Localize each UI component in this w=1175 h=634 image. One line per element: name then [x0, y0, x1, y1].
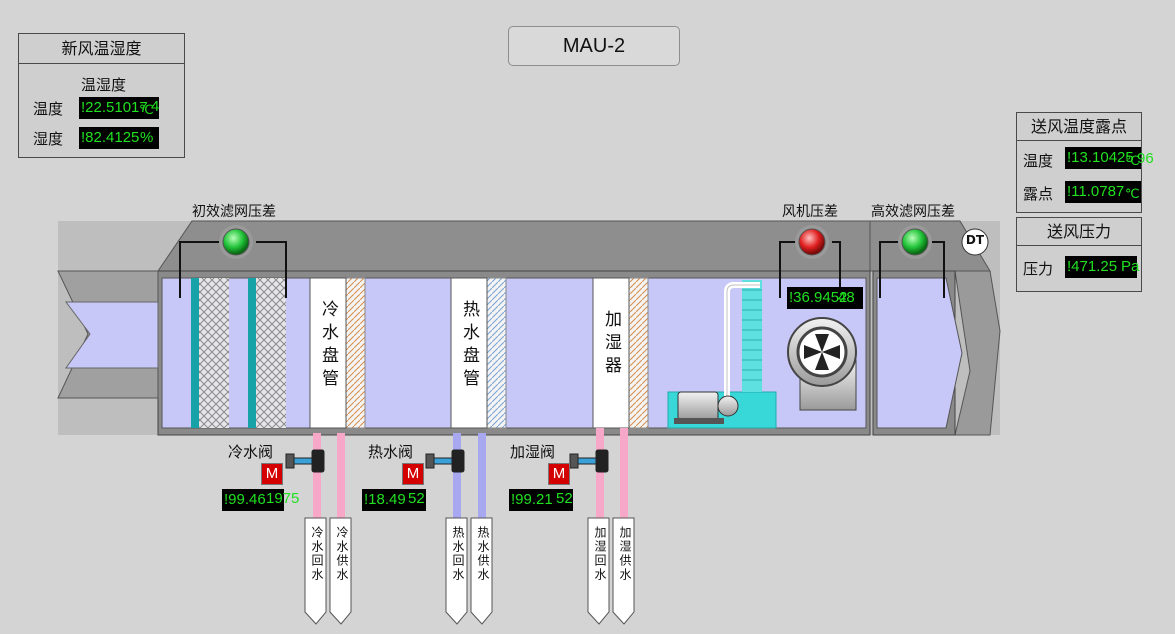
- hepa-label: 高效滤网压差: [871, 204, 955, 220]
- pipe-label: 冷水回水: [310, 526, 324, 582]
- pipe-label: 冷水供水: [335, 526, 349, 582]
- pre-filter-label: 初效滤网压差: [192, 204, 276, 220]
- fresh-air-panel: 新风温湿度 温湿度 温度 !22.51017 4 ℃ 湿度 !82.4125 %: [18, 33, 185, 158]
- fresh-hum-label: 湿度: [33, 130, 64, 148]
- fresh-hum-value: !82.4125: [81, 129, 140, 146]
- humid-valve-motor-icon[interactable]: M: [548, 463, 570, 485]
- fresh-temp-unit2: ℃: [139, 102, 154, 117]
- supply-pressure-panel: 送风压力 压力 !471.25 Pa: [1016, 217, 1142, 292]
- dew-point-unit: ℃: [1125, 186, 1140, 201]
- dew-point-label: 露点: [1023, 185, 1054, 203]
- dew-point-value: !11.0787: [1067, 183, 1125, 200]
- supply-temp-value: !13.10425: [1067, 149, 1134, 166]
- fresh-hum-display: !82.4125: [79, 127, 159, 149]
- supply-temp-display: !13.10425: [1065, 147, 1141, 169]
- system-title: MAU-2: [508, 26, 680, 66]
- supply-pressure-unit: Pa: [1121, 258, 1140, 275]
- supply-pressure-display: !471.25: [1065, 256, 1137, 278]
- supply-temp-title: 送风温度露点: [1017, 113, 1141, 141]
- pre-filter-status-lamp: [219, 225, 253, 259]
- hepa-status-lamp: [898, 225, 932, 259]
- supply-pressure-value: !471.25: [1067, 258, 1118, 275]
- supply-temp-tail: 96: [1137, 150, 1154, 167]
- fresh-temp-label: 温度: [33, 100, 64, 118]
- fan-pressure-value: !36.9452: [789, 289, 848, 306]
- hot-valve-value: !18.49: [364, 491, 406, 508]
- humid-valve-label: 加湿阀: [510, 443, 556, 461]
- dt-icon: DT: [965, 233, 985, 247]
- pipe-label: 热水供水: [476, 526, 490, 582]
- fresh-temp-value: !22.51017: [81, 99, 148, 116]
- cold-valve-value: !99.46: [224, 491, 266, 508]
- supply-temp-unit: ℃: [1125, 153, 1140, 168]
- hot-valve-motor-icon[interactable]: M: [402, 463, 424, 485]
- cold-valve-tail: 1975: [266, 490, 300, 507]
- cold-valve-motor-icon[interactable]: M: [261, 463, 283, 485]
- cold-valve-label: 冷水阀: [228, 443, 274, 461]
- humid-valve-display: !99.21: [509, 489, 573, 511]
- dew-point-display: !11.0787: [1065, 181, 1141, 203]
- fan-pressure-tail: 48: [838, 289, 855, 306]
- fan-status-lamp: [795, 225, 829, 259]
- fresh-hum-unit: %: [140, 129, 154, 146]
- supply-pressure-title: 送风压力: [1017, 218, 1141, 246]
- cold-valve-display: !99.46: [222, 489, 284, 511]
- fan-label: 风机压差: [782, 204, 838, 220]
- fresh-temp-unit: 4: [151, 98, 160, 115]
- hot-valve-tail: 52: [408, 490, 425, 507]
- humid-valve-value: !99.21: [511, 491, 553, 508]
- supply-temp-label: 温度: [1023, 152, 1054, 170]
- hot-coil-label: 热水盘管: [459, 300, 479, 392]
- pipe-label: 热水回水: [451, 526, 465, 582]
- humid-valve-tail: 52: [556, 490, 573, 507]
- fresh-air-subtitle: 温湿度: [81, 76, 127, 94]
- fan-pressure-display: !36.9452: [787, 287, 863, 309]
- supply-pressure-label: 压力: [1023, 260, 1054, 278]
- hot-valve-label: 热水阀: [368, 443, 414, 461]
- cold-coil-label: 冷水盘管: [318, 300, 338, 392]
- fresh-air-title: 新风温湿度: [19, 34, 184, 64]
- fresh-temp-display: !22.51017: [79, 97, 159, 119]
- pipe-label: 加湿供水: [618, 526, 632, 582]
- supply-temp-panel: 送风温度露点 温度 !13.10425 96 ℃ 露点 !11.0787 ℃: [1016, 112, 1154, 213]
- humidifier-label: 加湿器: [601, 310, 621, 379]
- hot-valve-display: !18.49: [362, 489, 426, 511]
- pipe-label: 加湿回水: [593, 526, 607, 582]
